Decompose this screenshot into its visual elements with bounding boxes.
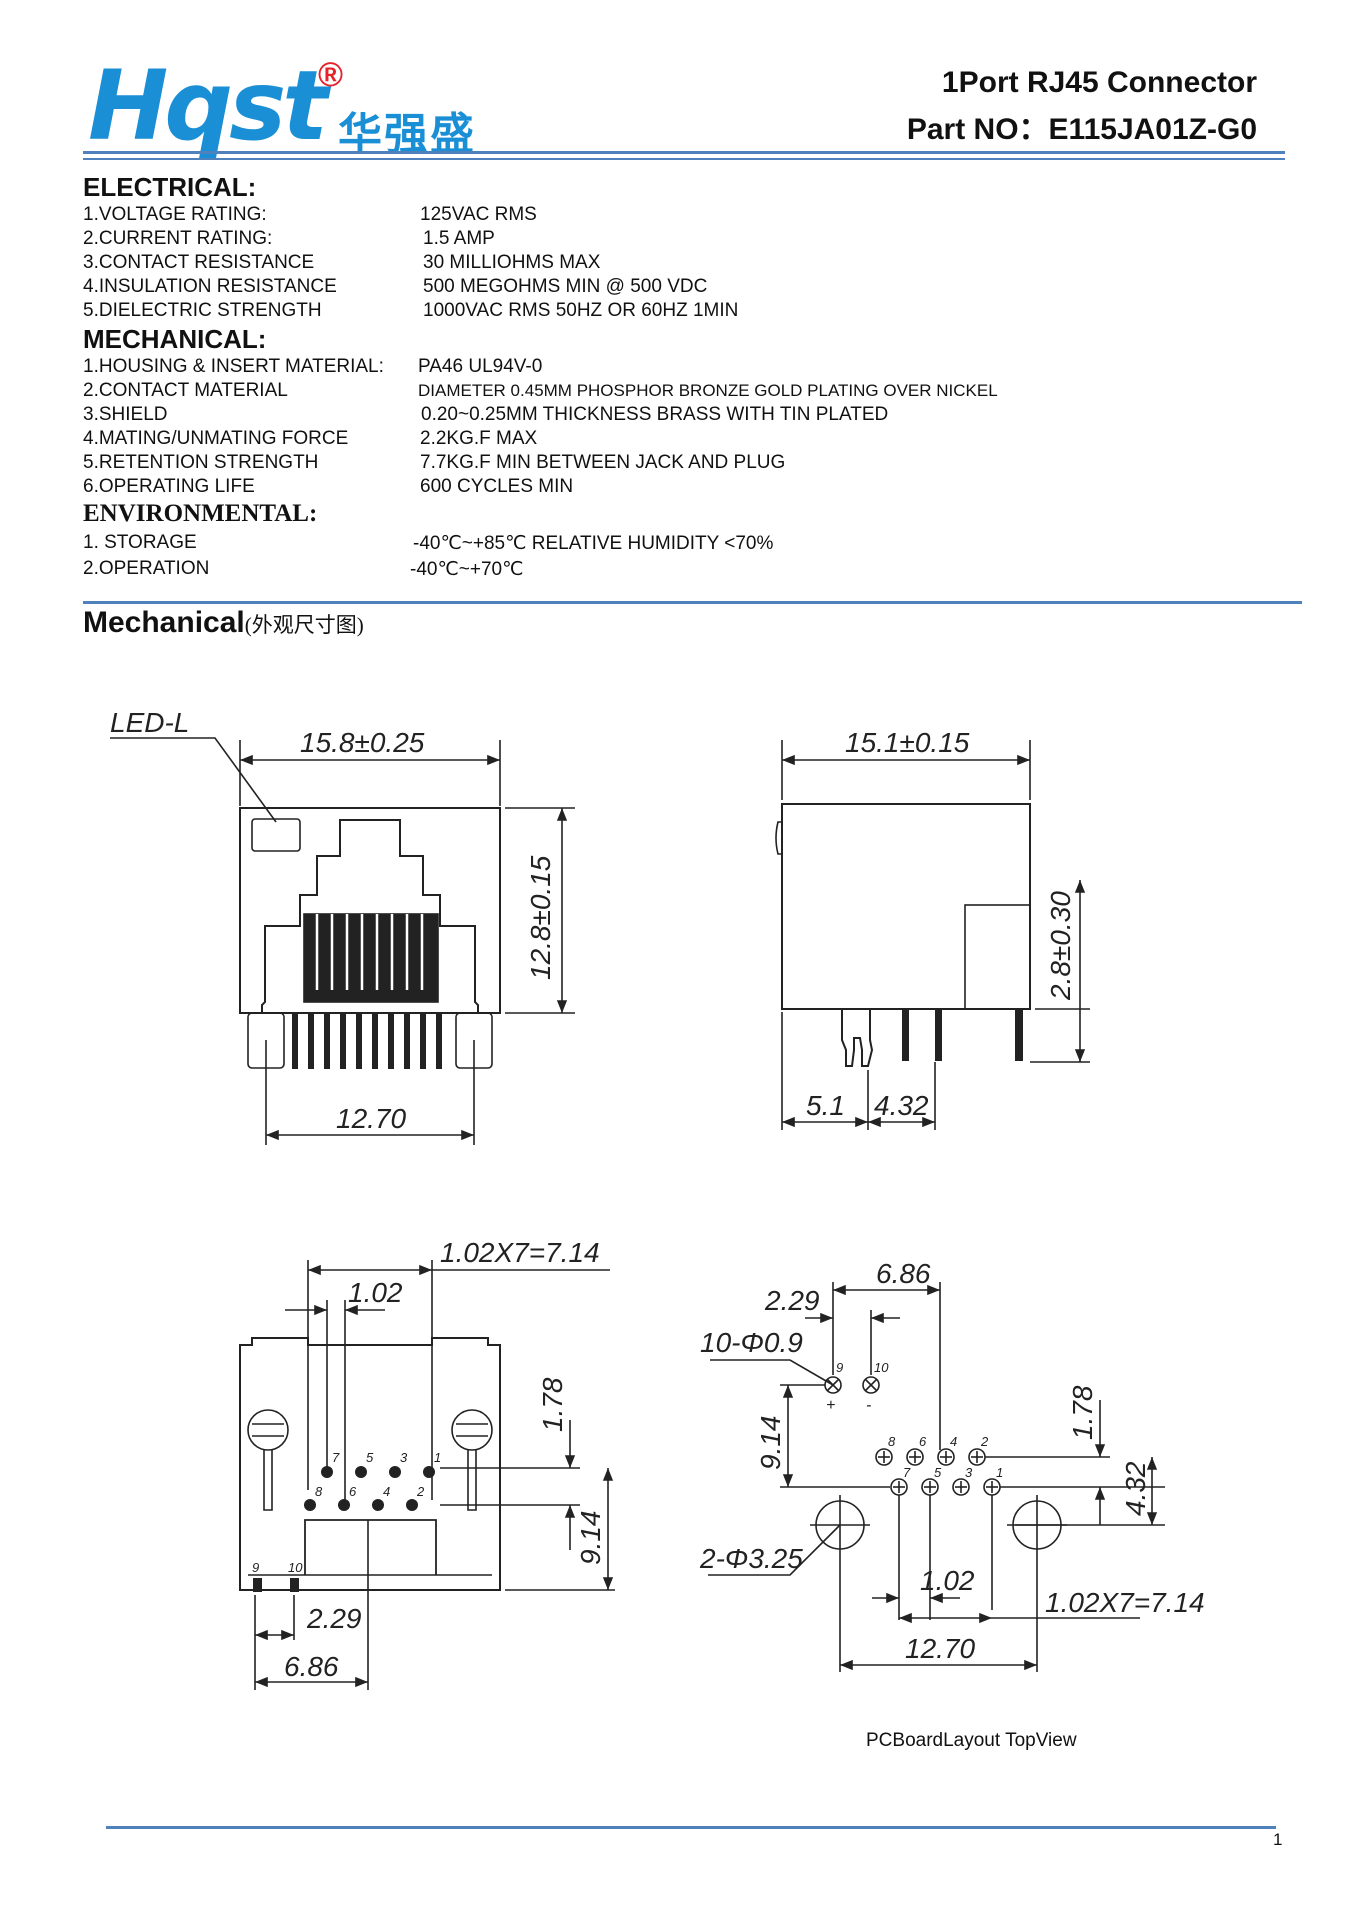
- dim-bottom-total: 1.02X7=7.14: [440, 1237, 600, 1268]
- dim-front-width: 15.8±0.25: [300, 727, 425, 758]
- pin-label: 7: [903, 1465, 911, 1480]
- spec-value: 600 CYCLES MIN: [420, 476, 574, 497]
- footer-rule: [106, 1826, 1276, 1829]
- pin-label: 8: [315, 1484, 323, 1499]
- spec-value: 1.5 AMP: [423, 228, 495, 249]
- pin-label: 10: [288, 1560, 303, 1575]
- spec-label: 1.VOLTAGE RATING:: [83, 204, 267, 225]
- spec-value: -40℃~+85℃ RELATIVE HUMIDITY <70%: [413, 533, 774, 554]
- polarity-minus: -: [866, 1397, 871, 1414]
- dim-bottom-914: 9.14: [575, 1511, 606, 1566]
- page-number: 1: [1273, 1830, 1283, 1849]
- pin-label: 1: [434, 1450, 441, 1465]
- side-view: [775, 740, 1090, 1130]
- front-view: [110, 737, 575, 1145]
- dim-pcb-229: 2.29: [764, 1285, 820, 1316]
- spec-label: 2.CURRENT RATING:: [83, 228, 273, 249]
- dim-pcb-914: 9.14: [755, 1416, 786, 1471]
- spec-value: 0.20~0.25MM THICKNESS BRASS WITH TIN PLA…: [421, 404, 889, 425]
- pin-label: 2: [416, 1484, 425, 1499]
- drawing-title-sub: (外观尺寸图): [244, 613, 364, 637]
- spec-value: 7.7KG.F MIN BETWEEN JACK AND PLUG: [420, 452, 786, 473]
- electrical-heading: ELECTRICAL:: [83, 172, 257, 202]
- pin-label: 7: [332, 1450, 340, 1465]
- drawing-title: Mechanical(外观尺寸图): [83, 606, 364, 640]
- header-rule: [83, 151, 1285, 154]
- led-label: LED-L: [110, 707, 189, 738]
- environmental-heading: ENVIRONMENTAL:: [83, 500, 318, 527]
- polarity-plus: +: [826, 1397, 835, 1414]
- pin-label: 5: [934, 1465, 942, 1480]
- pin-label: 4: [950, 1434, 957, 1449]
- pin-label: 6: [349, 1484, 357, 1499]
- pin-label: 1: [996, 1465, 1003, 1480]
- spec-label: 3.CONTACT RESISTANCE: [83, 252, 315, 273]
- spec-label: 4.MATING/UNMATING FORCE: [83, 428, 349, 449]
- spec-label: 2.CONTACT MATERIAL: [83, 380, 288, 401]
- spec-value: 500 MEGOHMS MIN @ 500 VDC: [423, 276, 708, 297]
- pin-label: 10: [874, 1360, 889, 1375]
- pin-label: 9: [252, 1560, 259, 1575]
- pin-label: 6: [919, 1434, 927, 1449]
- dim-pcb-big-holes: 2-Φ3.25: [699, 1543, 803, 1574]
- section-rule: [83, 601, 1302, 604]
- product-title: 1Port RJ45 Connector: [941, 66, 1257, 99]
- part-number: Part NO：E115JA01Z-G0: [906, 113, 1257, 146]
- dim-front-height: 12.8±0.15: [525, 855, 556, 980]
- pin-label: 5: [366, 1450, 374, 1465]
- pcb-layout-view: [708, 1282, 1165, 1672]
- spec-label: 1.HOUSING & INSERT MATERIAL:: [83, 356, 384, 377]
- dim-side-width: 15.1±0.15: [845, 727, 970, 758]
- dim-bottom-686: 6.86: [284, 1651, 339, 1682]
- spec-label: 6.OPERATING LIFE: [83, 476, 255, 497]
- spec-value: -40℃~+70℃: [410, 559, 524, 580]
- dim-pcb-holes: 10-Φ0.9: [700, 1327, 803, 1358]
- dim-front-pitch: 12.70: [336, 1103, 406, 1134]
- pin-label: 8: [888, 1434, 896, 1449]
- header-rule-thin: [83, 158, 1285, 160]
- spec-label: 4.INSULATION RESISTANCE: [83, 276, 337, 297]
- pcb-layout-caption: PCBoardLayout TopView: [866, 1730, 1077, 1751]
- spec-label: 2.OPERATION: [83, 558, 210, 579]
- spec-value: 1000VAC RMS 50HZ OR 60HZ 1MIN: [423, 300, 739, 321]
- dim-pcb-1270: 12.70: [905, 1633, 975, 1664]
- spec-value: PA46 UL94V-0: [418, 356, 543, 377]
- dim-pcb-178: 1.78: [1067, 1385, 1098, 1440]
- pin-label: 3: [400, 1450, 408, 1465]
- spec-label: 5.RETENTION STRENGTH: [83, 452, 319, 473]
- dim-pcb-432: 4.32: [1120, 1461, 1151, 1516]
- registered-mark: ®: [318, 56, 344, 94]
- dim-pcb-total: 1.02X7=7.14: [1045, 1587, 1205, 1618]
- pin-label: 3: [965, 1465, 973, 1480]
- pin-label: 2: [980, 1434, 989, 1449]
- dim-bottom-229: 2.29: [306, 1603, 362, 1634]
- dim-side-d2: 4.32: [874, 1090, 929, 1121]
- dim-pcb-pitch: 1.02: [920, 1565, 975, 1596]
- spec-label: 1. STORAGE: [83, 532, 197, 553]
- mechanical-heading: MECHANICAL:: [83, 324, 267, 354]
- spec-value: 30 MILLIOHMS MAX: [423, 252, 601, 273]
- spec-value: DIAMETER 0.45MM PHOSPHOR BRONZE GOLD PLA…: [418, 381, 998, 400]
- spec-label: 5.DIELECTRIC STRENGTH: [83, 300, 322, 321]
- bottom-view: [239, 1260, 615, 1690]
- spec-value: 2.2KG.F MAX: [420, 428, 538, 449]
- logo-wordmark: Hqst: [88, 50, 328, 162]
- pin-label: 9: [836, 1360, 843, 1375]
- dim-bottom-pitch: 1.02: [348, 1277, 403, 1308]
- dim-side-height: 2.8±0.30: [1045, 891, 1076, 1001]
- dim-side-d1: 5.1: [806, 1090, 845, 1121]
- dim-bottom-178: 1.78: [537, 1377, 568, 1432]
- spec-value: 125VAC RMS: [420, 204, 537, 225]
- dim-pcb-686: 6.86: [876, 1258, 931, 1289]
- drawing-title-main: Mechanical: [83, 606, 245, 639]
- company-logo: Hqst ® 华强盛: [88, 50, 488, 162]
- pin-label: 4: [383, 1484, 390, 1499]
- spec-label: 3.SHIELD: [83, 404, 168, 425]
